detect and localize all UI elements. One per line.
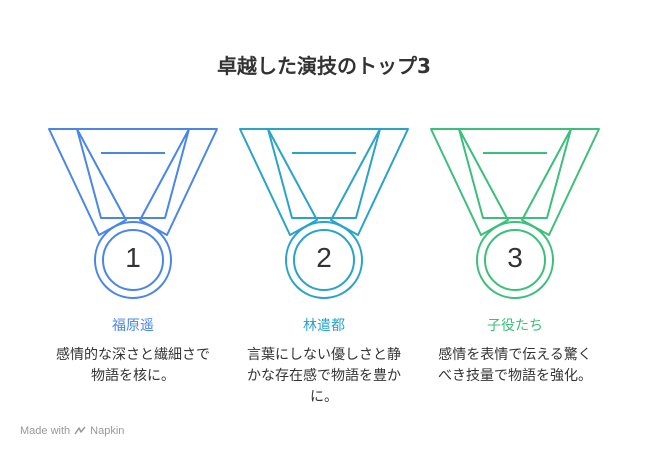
diagram-title: 卓越した演技のトップ3 — [217, 54, 431, 78]
medal-2-description: 言葉にしない優しさと静かな存在感で物語を豊かに。 — [247, 347, 401, 405]
made-with-napkin[interactable]: Made with Napkin — [20, 425, 124, 437]
medal-3-ribbon-icon — [430, 128, 600, 299]
medal-1-rank: 1 — [125, 242, 141, 273]
medal-1-name: 福原遥 — [112, 318, 154, 334]
made-with-label: Made with — [20, 425, 71, 437]
medal-3-description: 感情を表情で伝える驚くべき技量で物語を強化。 — [438, 347, 592, 384]
medal-2-ribbon-icon — [239, 128, 409, 299]
medal-3-rank: 3 — [507, 242, 523, 273]
napkin-brand: Napkin — [90, 425, 125, 437]
medal-2-name: 林遣都 — [303, 318, 345, 334]
napkin-logo-icon — [74, 426, 86, 435]
medal-3-name: 子役たち — [487, 318, 543, 334]
medal-1-ribbon-icon — [48, 128, 218, 299]
medal-1-description: 感情的な深さと繊細さで物語を核に。 — [56, 347, 210, 384]
medal-3: 3 子役たち 感情を表情で伝える驚くべき技量で物語を強化。 — [425, 112, 605, 412]
medal-2: 2 林遣都 言葉にしない優しさと静かな存在感で物語を豊かに。 — [234, 112, 414, 412]
medal-1: 1 福原遥 感情的な深さと繊細さで物語を核に。 — [43, 112, 223, 412]
medal-2-rank: 2 — [316, 242, 332, 273]
